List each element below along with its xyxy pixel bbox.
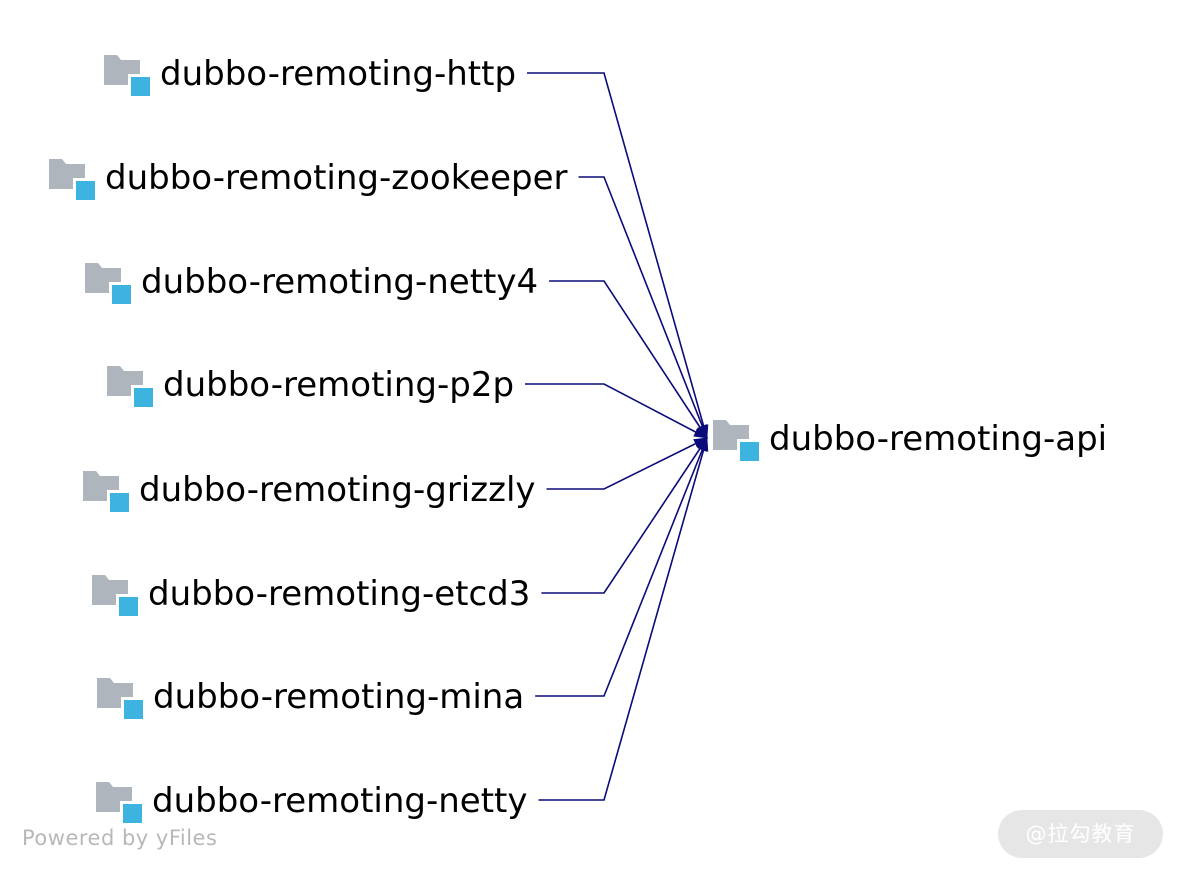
module-folder-icon	[92, 575, 140, 618]
dependency-edge	[535, 437, 708, 697]
module-folder-icon	[104, 55, 152, 98]
dependency-edge	[525, 383, 708, 439]
module-badge	[123, 804, 142, 823]
module-badge	[76, 181, 95, 200]
module-node-dubbo-remoting-netty[interactable]: dubbo-remoting-netty	[96, 781, 528, 825]
powered-by-footer: Powered by yFiles	[22, 826, 218, 850]
module-label: dubbo-remoting-etcd3	[148, 574, 530, 614]
module-folder-icon	[713, 420, 761, 463]
module-badge	[740, 442, 759, 461]
module-label: dubbo-remoting-zookeeper	[105, 158, 568, 198]
module-folder-icon	[96, 782, 144, 825]
dependency-edge	[527, 72, 709, 439]
module-node-dubbo-remoting-api[interactable]: dubbo-remoting-api	[713, 419, 1107, 463]
module-label: dubbo-remoting-netty	[152, 781, 528, 821]
module-label: dubbo-remoting-p2p	[163, 365, 514, 405]
module-badge	[110, 493, 129, 512]
module-label: dubbo-remoting-mina	[153, 677, 524, 717]
module-node-dubbo-remoting-mina[interactable]: dubbo-remoting-mina	[97, 677, 524, 721]
module-node-dubbo-remoting-grizzly[interactable]: dubbo-remoting-grizzly	[83, 470, 536, 514]
module-folder-icon	[83, 471, 131, 514]
module-label: dubbo-remoting-grizzly	[139, 470, 536, 510]
module-folder-icon	[107, 366, 155, 409]
module-badge	[131, 77, 150, 96]
watermark-badge: @拉勾教育	[998, 810, 1163, 858]
module-label: dubbo-remoting-netty4	[141, 262, 538, 302]
module-node-dubbo-remoting-netty4[interactable]: dubbo-remoting-netty4	[85, 262, 538, 306]
module-node-dubbo-remoting-etcd3[interactable]: dubbo-remoting-etcd3	[92, 574, 530, 618]
module-badge	[119, 597, 138, 616]
module-badge	[134, 388, 153, 407]
module-node-dubbo-remoting-http[interactable]: dubbo-remoting-http	[104, 54, 516, 98]
module-label: dubbo-remoting-api	[769, 419, 1107, 459]
module-label: dubbo-remoting-http	[160, 54, 516, 94]
dependency-edge	[549, 280, 708, 439]
module-badge	[112, 285, 131, 304]
module-node-dubbo-remoting-p2p[interactable]: dubbo-remoting-p2p	[107, 365, 514, 409]
module-folder-icon	[97, 678, 145, 721]
dependency-edge	[541, 437, 708, 594]
module-folder-icon	[49, 159, 97, 202]
module-badge	[124, 700, 143, 719]
module-folder-icon	[85, 263, 133, 306]
dependency-edge	[546, 437, 708, 490]
module-node-dubbo-remoting-zookeeper[interactable]: dubbo-remoting-zookeeper	[49, 158, 568, 202]
dependency-edge	[578, 176, 708, 439]
dependency-edge	[538, 437, 709, 801]
dependency-edges	[525, 72, 709, 801]
